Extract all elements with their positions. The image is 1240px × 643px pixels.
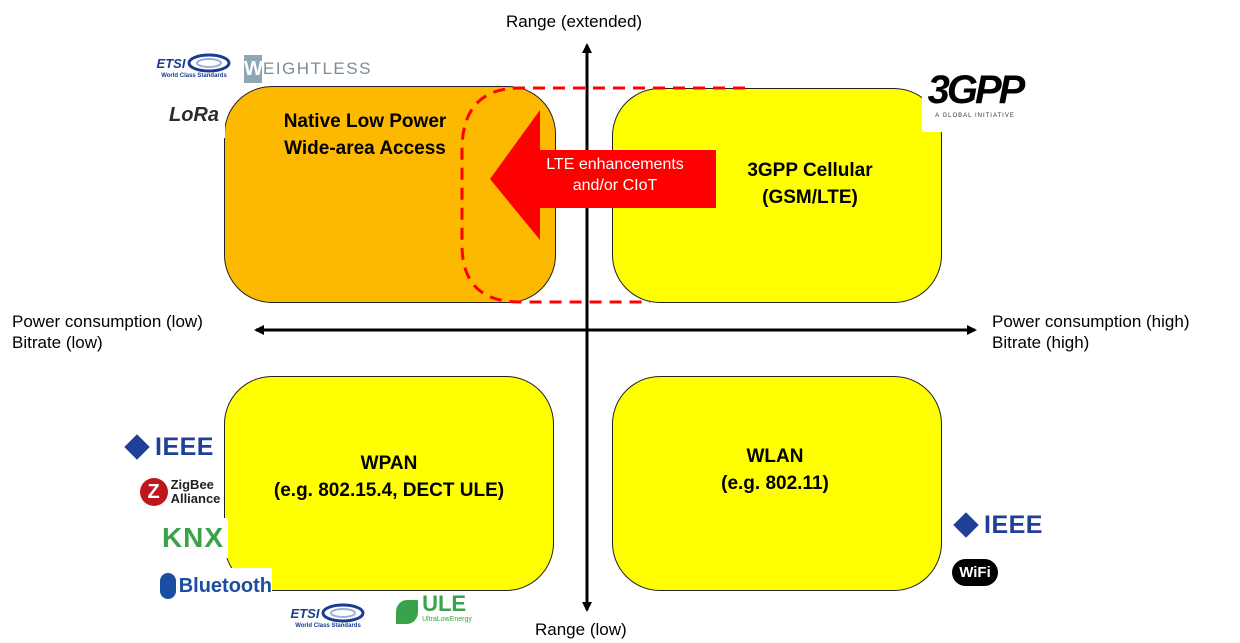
- lte-arrow: [490, 110, 716, 240]
- quadrant-wpan: [224, 376, 554, 591]
- axis-label-right-power: Power consumption (high): [992, 312, 1190, 331]
- cellular-title-line2: (GSM/LTE): [762, 187, 858, 208]
- axis-label-left-power: Power consumption (low): [12, 312, 203, 331]
- zigbee-z-icon: Z: [139, 478, 168, 506]
- etsi-logo-top: ETSI World Class Standards: [148, 44, 240, 88]
- knx-text: KNX: [161, 522, 225, 553]
- ule-leaf-icon: [396, 600, 419, 624]
- wifi-text: WiFi: [952, 558, 998, 586]
- bluetooth-icon: [160, 573, 176, 599]
- weightless-w-icon: W: [244, 55, 263, 83]
- lte-arrow-line1: LTE enhancements: [546, 156, 684, 173]
- zigbee-logo: Z ZigBee Alliance: [138, 472, 222, 512]
- lora-text: LoRa: [169, 103, 219, 126]
- weightless-logo: W EIGHTLESS: [244, 52, 370, 86]
- lpwa-title-line2: Wide-area Access: [284, 138, 446, 159]
- wlan-title: WLAN (e.g. 802.11): [660, 443, 890, 497]
- wpan-title: WPAN (e.g. 802.15.4, DECT ULE): [234, 450, 544, 504]
- wlan-title-line2: (e.g. 802.11): [721, 473, 829, 494]
- wifi-logo: WiFi: [946, 554, 1004, 590]
- etsi-name: ETSI: [156, 55, 186, 71]
- knx-logo: KNX: [158, 518, 228, 558]
- axis-label-top: Range (extended): [506, 12, 643, 31]
- ule-text: ULE: [422, 591, 467, 616]
- etsi-tagline: World Class Standards: [161, 73, 227, 79]
- bluetooth-logo: Bluetooth: [160, 568, 272, 604]
- lte-arrow-line2: and/or CIoT: [572, 177, 658, 194]
- dashed-overlap-outline: [460, 86, 745, 304]
- etsi-tagline-bottom: World Class Standards: [295, 623, 361, 629]
- ieee-text-right: IEEE: [984, 510, 1043, 539]
- etsi-name-bottom: ETSI: [290, 605, 320, 621]
- 3gpp-mark: 3GPP: [927, 68, 1026, 112]
- weightless-text: EIGHTLESS: [263, 59, 372, 78]
- wlan-title-line1: WLAN: [746, 446, 804, 467]
- zigbee-text: ZigBee: [170, 477, 214, 492]
- ieee-diamond-icon-right: [953, 512, 979, 538]
- zigbee-alliance-text: Alliance: [170, 491, 221, 506]
- 3gpp-tagline: A GLOBAL INITIATIVE: [935, 113, 1015, 119]
- axis-label-left-bitrate: Bitrate (low): [12, 333, 103, 352]
- ieee-logo-right: IEEE: [953, 506, 1044, 544]
- axis-label-right-bitrate: Bitrate (high): [992, 333, 1090, 352]
- wpan-title-line2: (e.g. 802.15.4, DECT ULE): [273, 480, 505, 501]
- ieee-diamond-icon: [124, 434, 150, 460]
- cellular-title: 3GPP Cellular (GSM/LTE): [700, 157, 920, 211]
- ieee-text-left: IEEE: [155, 432, 214, 461]
- etsi-ring-icon: [187, 53, 231, 73]
- 3gpp-logo: 3GPP A GLOBAL INITIATIVE: [922, 54, 1028, 132]
- quadrant-wlan: [612, 376, 942, 591]
- lora-logo: LoRa: [163, 92, 225, 138]
- wpan-title-line1: WPAN: [360, 453, 418, 474]
- lte-arrow-label: LTE enhancements and/or CIoT: [525, 154, 705, 196]
- etsi-logo-bottom: ETSI World Class Standards: [282, 594, 374, 638]
- cellular-title-line1: 3GPP Cellular: [747, 160, 873, 181]
- axis-label-bottom: Range (low): [535, 620, 627, 639]
- lpwa-title-line1: Native Low Power: [283, 111, 447, 132]
- ieee-logo-left: IEEE: [124, 428, 214, 466]
- ule-tagline: UltraLowEnergy: [422, 616, 472, 623]
- lpwa-title: Native Low Power Wide-area Access: [250, 108, 480, 162]
- etsi-ring-icon: [321, 603, 365, 623]
- bluetooth-text: Bluetooth: [178, 574, 272, 597]
- ule-logo: ULE UltraLowEnergy: [380, 592, 488, 632]
